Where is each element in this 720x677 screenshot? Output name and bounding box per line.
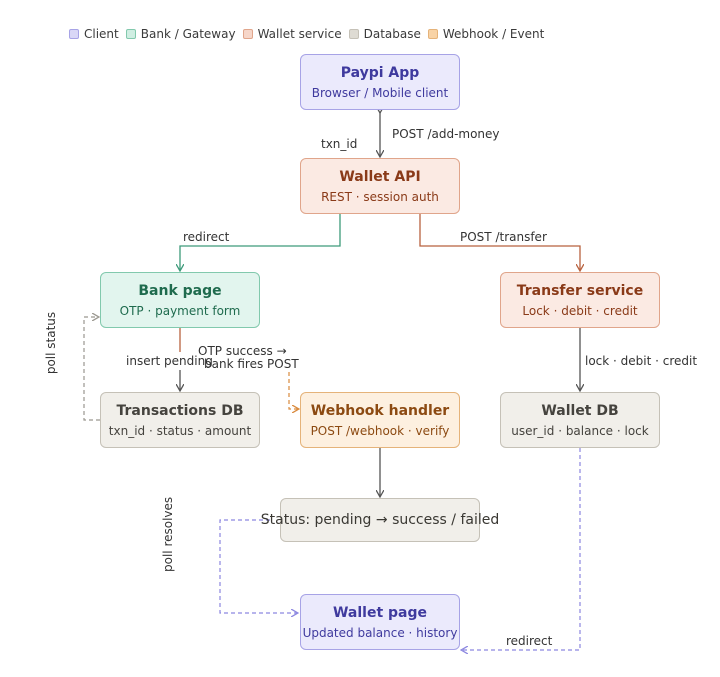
legend-label: Webhook / Event — [442, 27, 545, 41]
edge-api-transfer — [419, 214, 580, 270]
edge-poll-resolves — [219, 519, 297, 613]
node-subtitle: txn_id · status · amount — [108, 423, 252, 438]
node-webhook-handler: Webhook handler POST /webhook · verify — [300, 392, 460, 448]
node-title: Wallet DB — [541, 402, 619, 419]
edge-bank-webhook — [288, 372, 298, 409]
legend-label: Client — [84, 27, 119, 41]
node-title: Paypi App — [340, 64, 420, 81]
node-subtitle: Updated balance · history — [302, 625, 458, 640]
node-title: Bank page — [138, 282, 222, 299]
edge-label-poll-resolves: poll resolves — [161, 496, 175, 572]
edge-label-poll-status: poll status — [44, 311, 58, 375]
node-subtitle: Browser / Mobile client — [311, 85, 449, 100]
edge-label-txn-id: txn_id — [321, 137, 358, 151]
edge-label-insert-pending: insert pending — [126, 354, 213, 368]
edge-label-lock-debit-credit: lock · debit · credit — [585, 354, 698, 368]
legend-swatch-database — [348, 29, 359, 39]
legend-item-wallet: Wallet service — [242, 27, 342, 41]
node-wallet-api: Wallet API REST · session auth — [300, 158, 460, 214]
legend-label: Database — [363, 27, 421, 41]
node-subtitle: OTP · payment form — [119, 303, 241, 318]
edge-label-add-money: POST /add-money — [392, 127, 500, 141]
edge-label-bank-fires-post: bank fires POST — [204, 357, 299, 371]
edge-label-otp-success: OTP success → — [198, 344, 287, 358]
legend-label: Wallet service — [257, 27, 342, 41]
node-status: Status: pending → success / failed — [261, 498, 499, 542]
node-title: Wallet page — [332, 604, 428, 621]
legend-item-bank: Bank / Gateway — [125, 27, 236, 41]
legend-item-client: Client — [69, 27, 119, 41]
node-bank-page: Bank page OTP · payment form — [100, 272, 260, 328]
node-subtitle: Lock · debit · credit — [522, 303, 638, 318]
edge-walletdb-walletpage — [462, 448, 581, 650]
node-title: Transfer service — [516, 282, 644, 299]
legend-label: Bank / Gateway — [140, 27, 236, 41]
node-wallet-page: Wallet page Updated balance · history — [300, 594, 460, 650]
node-transactions-db: Transactions DB txn_id · status · amount — [100, 392, 260, 448]
edge-label-post-transfer: POST /transfer — [458, 230, 549, 244]
node-subtitle: REST · session auth — [321, 189, 439, 204]
node-paypi-app: Paypi App Browser / Mobile client — [300, 54, 460, 110]
legend-item-webhook: Webhook / Event — [427, 27, 545, 41]
legend-swatch-client — [69, 29, 79, 39]
legend-swatch-wallet — [242, 29, 253, 39]
node-subtitle: user_id · balance · lock — [511, 423, 649, 438]
node-title: Transactions DB — [116, 402, 244, 419]
legend-swatch-webhook — [427, 29, 438, 39]
edge-label-redirect-bank: redirect — [182, 230, 231, 244]
legend-swatch-bank — [125, 29, 136, 39]
edge-label-redirect-wallet: redirect — [505, 634, 554, 648]
node-title: Wallet API — [339, 168, 421, 185]
legend: Client Bank / Gateway Wallet service Dat… — [69, 26, 551, 42]
node-subtitle: POST /webhook · verify — [310, 423, 450, 438]
node-title: Webhook handler — [310, 402, 450, 419]
edge-poll-status — [83, 317, 100, 421]
node-transfer-service: Transfer service Lock · debit · credit — [500, 272, 660, 328]
node-title: Status: pending → success / failed — [260, 512, 500, 528]
edge-api-bank — [180, 214, 341, 270]
legend-item-database: Database — [348, 27, 421, 41]
node-wallet-db: Wallet DB user_id · balance · lock — [500, 392, 660, 448]
